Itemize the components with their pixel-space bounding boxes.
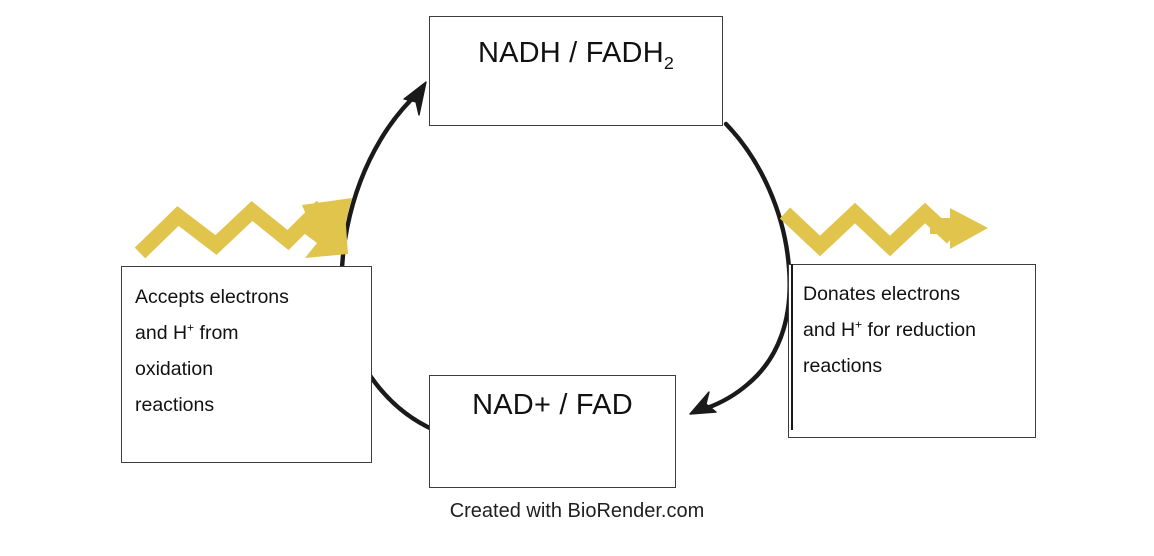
accepts-line-4: reactions — [135, 394, 215, 416]
superscript-plus: + — [855, 317, 863, 332]
note-donates-electrons-text: Donates electrons and H+ for reduction r… — [789, 265, 1021, 384]
note-donates-electrons[interactable]: Donates electrons and H+ for reduction r… — [788, 264, 1036, 438]
electrons-in-zigzag — [134, 198, 352, 259]
biorender-attribution: Created with BioRender.com — [449, 500, 705, 522]
node-nad-fad-label: NAD+ / FAD — [472, 389, 633, 421]
node-nad-fad[interactable]: NAD+ / FAD — [429, 375, 676, 488]
donates-line-2b: for reduction — [862, 319, 976, 341]
node-nadh-fadh2-label: NADH / FADH2 — [477, 37, 675, 73]
accepts-line-2b: from — [194, 322, 239, 344]
subscript-2: 2 — [663, 52, 675, 73]
accepts-line-1: Accepts electrons — [135, 286, 289, 308]
electrons-out-zigzag — [779, 202, 988, 257]
donates-line-3: reactions — [803, 355, 883, 377]
donates-line-1: Donates electrons — [803, 283, 961, 305]
note-accepts-electrons-text: Accepts electrons and H+ from oxidation … — [122, 267, 353, 423]
donates-line-2a: and H — [803, 319, 856, 341]
note-accepts-electrons[interactable]: Accepts electrons and H+ from oxidation … — [121, 266, 372, 463]
node-nadh-fadh2[interactable]: NADH / FADH2 — [429, 16, 723, 126]
oxidation-arc — [689, 121, 792, 415]
superscript-plus: + — [187, 320, 195, 335]
accepts-line-3: oxidation — [135, 358, 214, 380]
accepts-line-2a: and H — [135, 322, 188, 344]
